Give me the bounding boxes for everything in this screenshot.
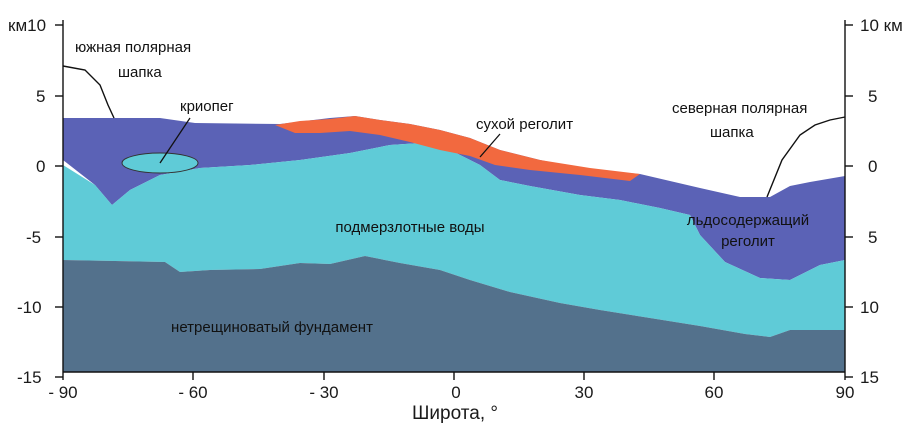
icy-regolith-label: льдосодержащий — [687, 212, 809, 229]
icy-regolith-layer — [63, 116, 845, 280]
x-tick-label: 90 — [836, 383, 855, 402]
right-tick-marks — [845, 24, 853, 378]
x-tick-label: 60 — [705, 383, 724, 402]
north-polar-cap-label: шапка — [710, 124, 754, 141]
cryopeg-leader-line — [159, 117, 191, 164]
south-polar-cap-outline — [62, 65, 115, 119]
dry-regolith-leader-line — [479, 133, 501, 158]
right-tick-label: 5 — [868, 87, 877, 106]
right-tick-label: 5 — [868, 228, 877, 247]
left-tick-label: км10 — [8, 16, 46, 35]
x-tick-label: 0 — [451, 383, 460, 402]
north-polar-cap-outline — [766, 116, 846, 198]
right-tick-label: 0 — [868, 157, 877, 176]
basement-label: нетрещиноватый фундамент — [171, 319, 373, 336]
dry-regolith-layer — [275, 116, 640, 181]
right-tick-label: 15 — [860, 368, 879, 387]
left-tick-label: -15 — [17, 368, 42, 387]
groundwater-layer — [63, 143, 845, 337]
left-tick-label: -10 — [17, 298, 42, 317]
cryopeg-label: криопег — [180, 98, 234, 115]
south-polar-cap-label: шапка — [118, 64, 162, 81]
left-tick-label: 5 — [36, 87, 45, 106]
icy-regolith-label: реголит — [721, 233, 775, 250]
x-tick-label: 30 — [575, 383, 594, 402]
x-axis-title: Широта, ° — [412, 403, 498, 424]
dry-regolith-label: сухой реголит — [476, 116, 573, 133]
x-tick-label: - 60 — [178, 383, 207, 402]
basement-layer — [63, 256, 845, 372]
left-tick-marks — [55, 24, 63, 378]
south-polar-cap-label: южная полярная — [75, 39, 191, 56]
left-tick-label: 0 — [36, 157, 45, 176]
right-tick-label: 10 км — [860, 16, 903, 35]
groundwater-label: подмерзлотные воды — [335, 219, 484, 236]
north-polar-cap-label: северная полярная — [672, 100, 807, 117]
left-tick-label: -5 — [26, 228, 41, 247]
bottom-tick-marks — [62, 372, 846, 380]
right-tick-label: 10 — [860, 298, 879, 317]
x-tick-label: - 90 — [48, 383, 77, 402]
x-tick-label: - 30 — [309, 383, 338, 402]
